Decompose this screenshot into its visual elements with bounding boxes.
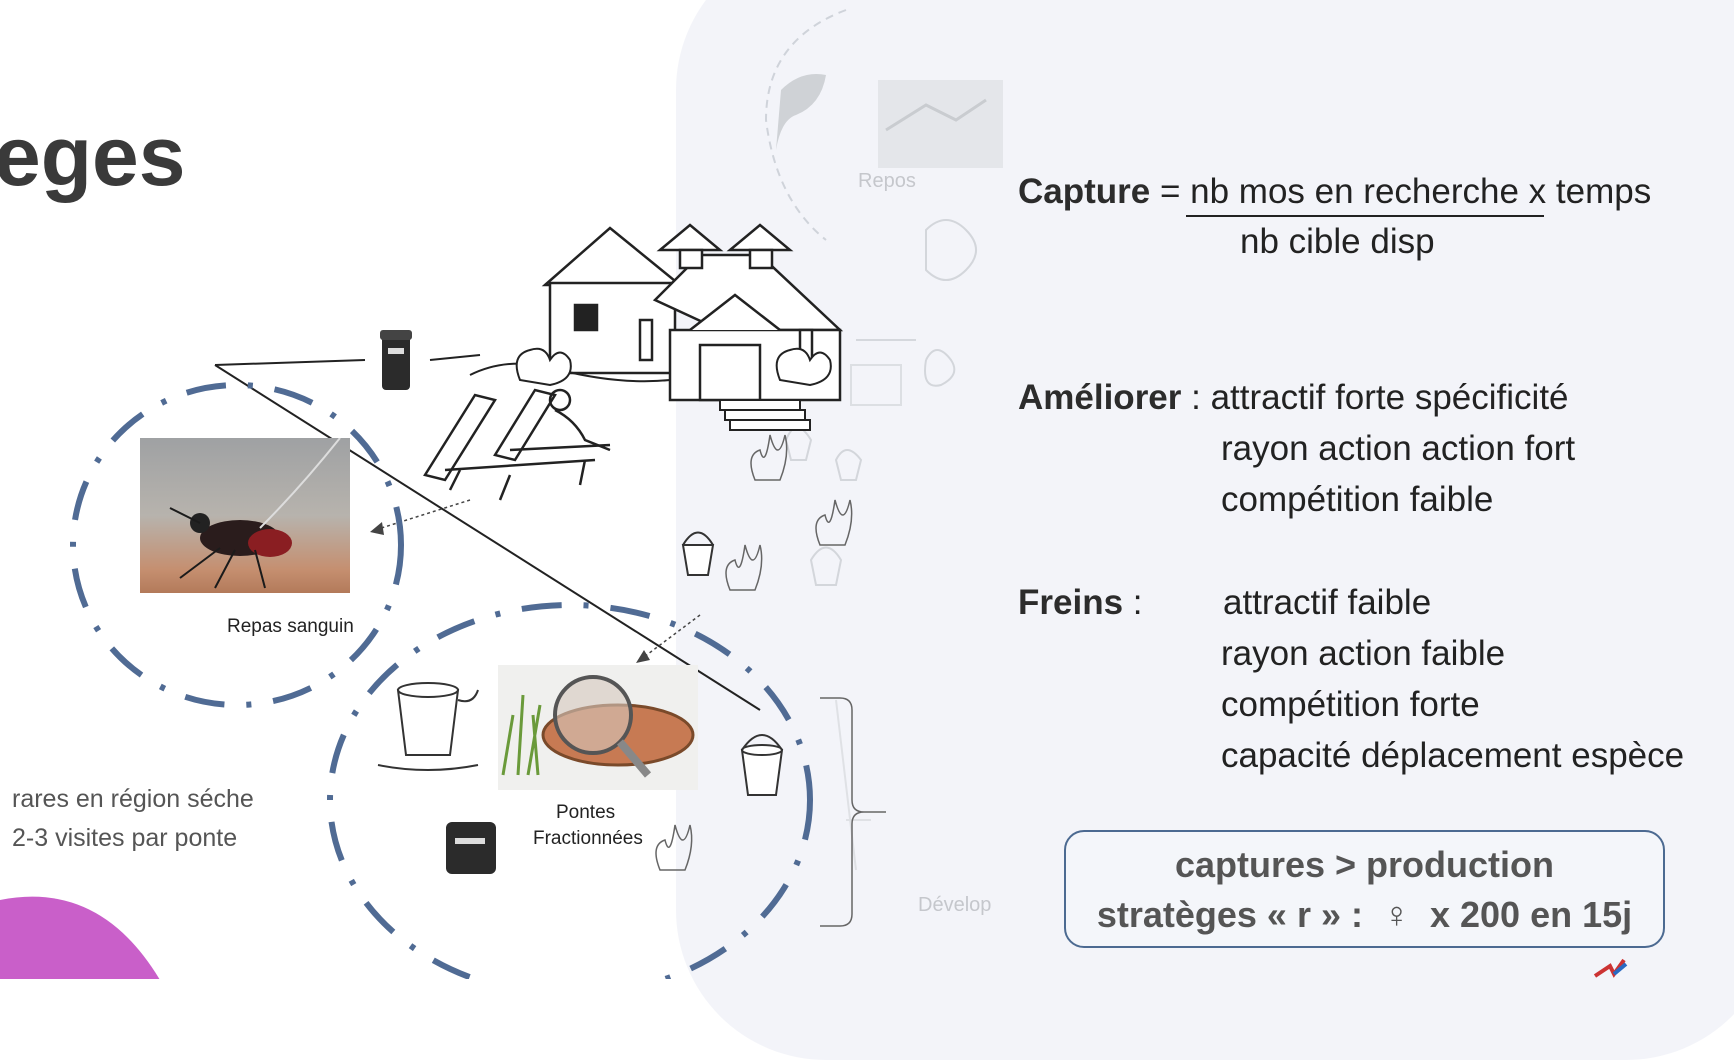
ameliorer-sep: : [1181,378,1211,417]
freins-heading: Freins : [1018,583,1143,623]
summary-line-1: captures > production [1174,844,1555,885]
label-pontes: Pontes [556,802,616,823]
logo-fragment-icon [1593,958,1628,978]
side-note-line-2: 2-3 visites par ponte [12,824,238,852]
page-title: eges [0,109,186,203]
freins-term: Freins [1018,583,1124,622]
label-developpement: Dévelop [918,894,992,916]
freins-item-2: rayon action faible [1221,634,1506,673]
capture-times: x temps [1518,172,1652,211]
freins-item-3: compétition forte [1221,685,1480,724]
capture-denominator: nb cible disp [1240,222,1435,261]
ameliorer-item-1: attractif forte spécificité [1210,378,1569,417]
ameliorer-term: Améliorer [1018,378,1182,417]
freins-sep: : [1123,583,1143,622]
summary-line-2: stratèges « r » : ♀ x 200 en 15j [1096,894,1633,935]
mosquito-cycle-diagram [0,223,886,979]
fraction-bar [1186,215,1544,217]
ameliorer-item-3: compétition faible [1221,480,1494,519]
side-note-line-1: rares en région séche [12,785,254,813]
capture-numerator: nb mos en recherche [1190,172,1519,211]
ameliorer-item-2: rayon action action fort [1221,429,1576,468]
label-repas-sanguin: Repas sanguin [227,616,354,637]
label-fractionnees: Fractionnées [533,828,643,849]
freins-item-4: capacité déplacement espèce [1221,736,1685,775]
capture-formula: Capture = nb mos en recherche x temps [1018,172,1651,212]
side-note: rares en région séche 2-3 visites par po… [12,780,254,858]
capture-term: Capture [1018,172,1151,211]
freins-item-1: attractif faible [1223,583,1432,622]
mosquito-photo [140,438,350,593]
label-repos: Repos [858,170,916,192]
ameliorer-heading: Améliorer : attractif forte spécificité [1018,378,1569,418]
summary-box: captures > production stratèges « r » : … [1064,830,1665,948]
capture-equals: = [1150,172,1191,211]
eggs-magnifier-image [498,665,698,790]
